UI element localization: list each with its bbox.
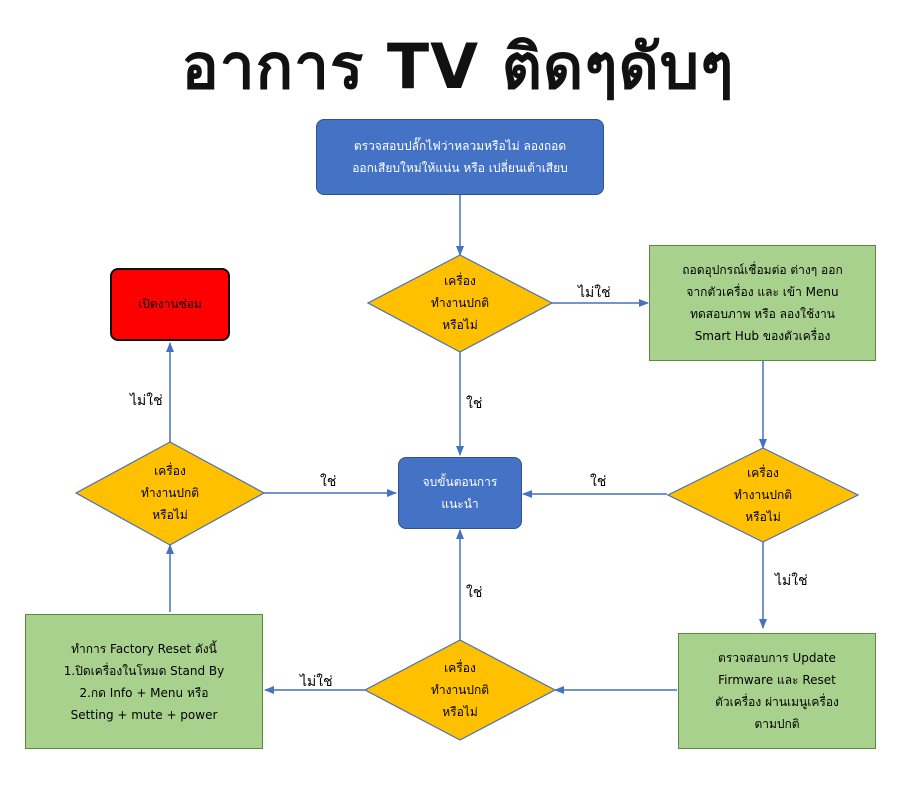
label-yes-right-left: ใช่ (590, 474, 607, 490)
decision-top-text: เครื่อง ทำงานปกติ หรือไม่ (430, 274, 490, 332)
decision-diamond-bottom (363, 639, 557, 741)
decision-diamond-right (666, 447, 860, 543)
decision-diamond-top (366, 254, 554, 353)
decision-left-text: เครื่อง ทำงานปกติ หรือไม่ (140, 464, 200, 522)
label-yes-left-right: ใช่ (320, 474, 337, 490)
disconnect-devices-box: ถอดอุปกรณ์เชื่อมต่อ ต่างๆ ออก จากตัวเครื… (649, 245, 876, 361)
firmware-update-box: ตรวจสอบการ Update Firmware และ Reset ตัว… (678, 633, 876, 749)
decision-bottom-text: เครื่อง ทำงานปกติ หรือไม่ (430, 661, 490, 719)
label-no-top-right: ไม่ใช่ (578, 285, 611, 301)
label-yes-top-down: ใช่ (466, 396, 483, 412)
factory-reset-box: ทำการ Factory Reset ดังนี้ 1.ปิดเครื่องใ… (25, 614, 263, 749)
label-no-left-up: ไม่ใช่ (130, 393, 163, 409)
open-repair-box: เปิดงานซ่อม (110, 268, 230, 341)
label-no-bottom-left: ไม่ใช่ (300, 674, 333, 690)
page-title: อาการ TV ติดๆดับๆ (181, 30, 735, 103)
label-yes-bottom-up: ใช่ (466, 585, 483, 601)
end-procedure-box: จบขั้นตอนการ แนะนำ (398, 457, 522, 529)
label-no-right-down: ไม่ใช่ (775, 573, 808, 589)
start-check-plug-box: ตรวจสอบปลั๊กไฟว่าหลวมหรือไม่ ลองถอด ออกเ… (316, 119, 604, 195)
decision-diamond-left (74, 441, 266, 546)
decision-right-text: เครื่อง ทำงานปกติ หรือไม่ (733, 466, 793, 524)
